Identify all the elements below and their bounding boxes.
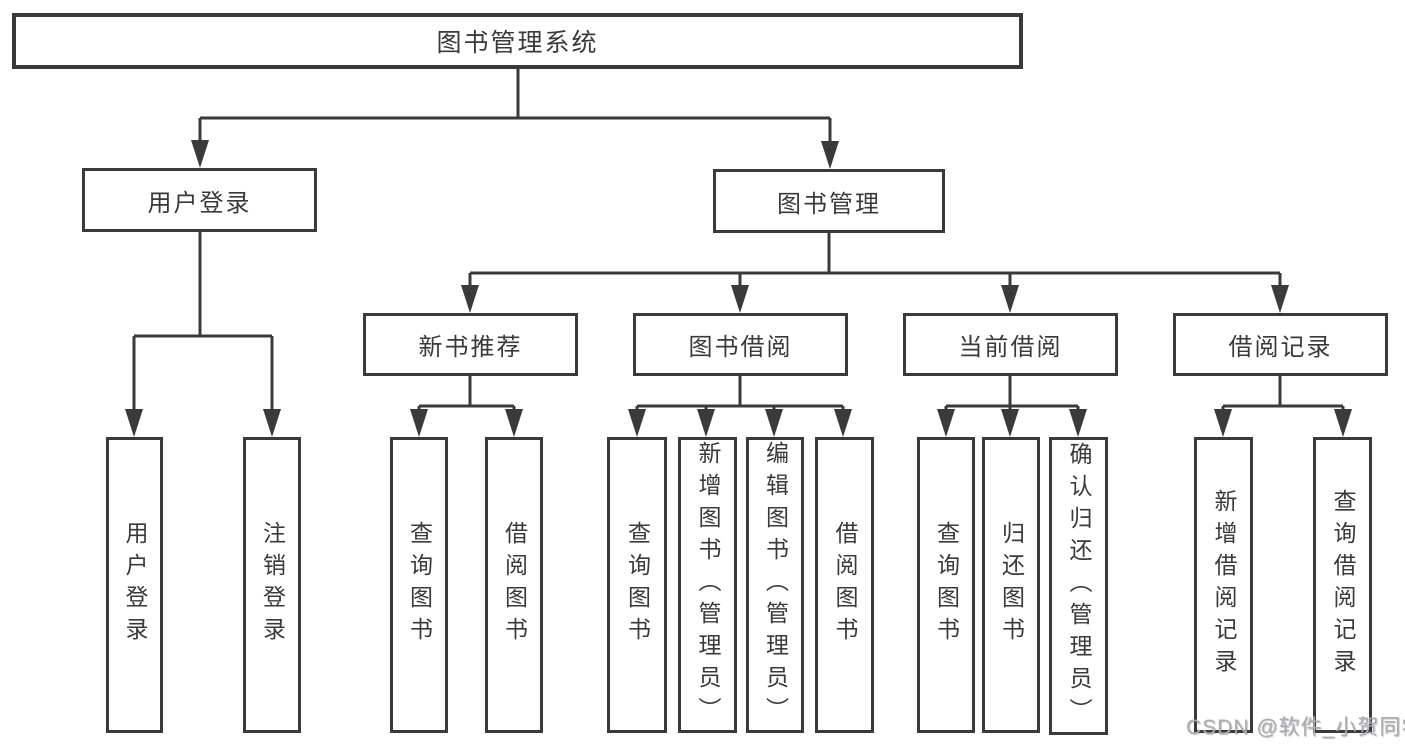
leaf-borrow-edit-book-admin-label: 编辑图书（管理员） (762, 441, 789, 729)
leaf-borrow-add-book-admin-label: 新增图书（管理员） (695, 441, 721, 729)
leaf-borrow-borrow-books: 借阅图书 (815, 437, 874, 733)
leaf-user-login: 用户登录 (106, 437, 163, 733)
node-borrow-records-label: 借阅记录 (1228, 334, 1333, 361)
leaf-current-return-books: 归还图书 (982, 437, 1040, 733)
node-new-book-recommend-label: 新书推荐 (418, 334, 523, 361)
leaf-logout-label: 注销登录 (259, 521, 286, 649)
node-borrow-records: 借阅记录 (1173, 313, 1388, 376)
leaf-borrow-query-books: 查询图书 (607, 437, 667, 733)
leaf-current-confirm-return-admin-label: 确认归还（管理员） (1066, 442, 1092, 730)
leaf-recommend-borrow-books-label: 借阅图书 (501, 521, 528, 649)
leaf-borrow-query-books-label: 查询图书 (624, 521, 651, 649)
leaf-records-query-record-label: 查询借阅记录 (1330, 489, 1356, 681)
leaf-recommend-borrow-books: 借阅图书 (485, 437, 543, 733)
node-book-management: 图书管理 (713, 169, 945, 233)
node-user-login: 用户登录 (82, 168, 317, 232)
leaf-recommend-query-books-label: 查询图书 (406, 521, 433, 649)
leaf-borrow-borrow-books-label: 借阅图书 (832, 521, 858, 649)
node-root: 图书管理系统 (12, 13, 1023, 69)
leaf-logout: 注销登录 (243, 437, 301, 733)
leaf-current-query-books: 查询图书 (917, 437, 975, 733)
node-book-borrow-label: 图书借阅 (688, 334, 793, 361)
leaf-borrow-add-book-admin: 新增图书（管理员） (678, 437, 737, 733)
node-root-label: 图书管理系统 (436, 29, 599, 57)
node-book-management-label: 图书管理 (777, 190, 881, 218)
leaf-records-query-record: 查询借阅记录 (1313, 437, 1372, 733)
leaf-user-login-label: 用户登录 (122, 521, 148, 649)
leaf-records-add-record-label: 新增借阅记录 (1211, 489, 1237, 681)
leaf-current-confirm-return-admin: 确认归还（管理员） (1049, 437, 1108, 735)
leaf-current-query-books-label: 查询图书 (933, 521, 960, 649)
node-new-book-recommend: 新书推荐 (363, 313, 578, 376)
leaf-records-add-record: 新增借阅记录 (1194, 437, 1253, 733)
leaf-recommend-query-books: 查询图书 (390, 437, 448, 733)
csdn-watermark: CSDN @软件_小贺同学 (1186, 716, 1405, 739)
node-current-borrow: 当前借阅 (903, 313, 1118, 376)
node-book-borrow: 图书借阅 (633, 313, 848, 376)
leaf-borrow-edit-book-admin: 编辑图书（管理员） (746, 437, 804, 733)
leaf-current-return-books-label: 归还图书 (998, 521, 1025, 649)
node-current-borrow-label: 当前借阅 (958, 334, 1063, 361)
node-user-login-label: 用户登录 (147, 189, 252, 217)
